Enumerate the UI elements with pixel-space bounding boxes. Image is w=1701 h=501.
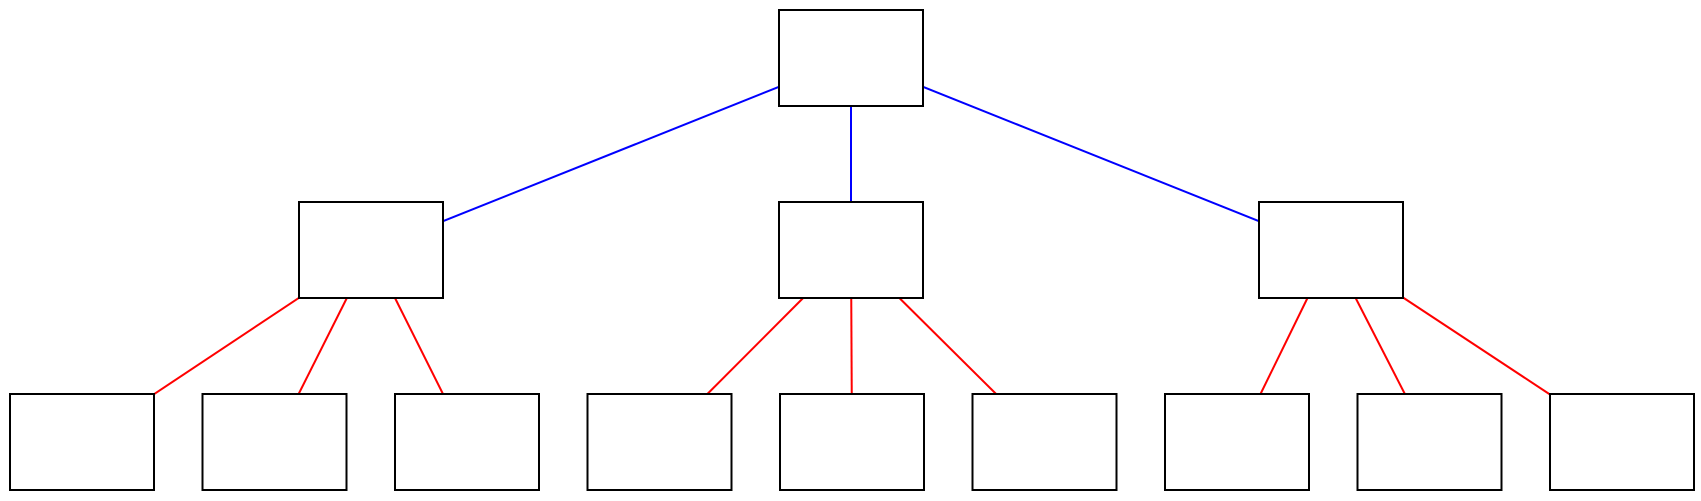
- leaf-4-node: [586, 393, 733, 491]
- edge-child-right-to-leaf-9: [1402, 296, 1551, 396]
- edges-group: [153, 85, 1551, 396]
- child-middle-node: [778, 201, 924, 299]
- leaf-3-node: [394, 393, 540, 491]
- leaf-2-node: [201, 393, 348, 491]
- edge-child-left-to-leaf-1: [153, 297, 300, 395]
- edge-root-to-child-right: [922, 85, 1260, 223]
- child-right-node: [1258, 201, 1404, 299]
- edge-child-right-to-leaf-8: [1354, 297, 1406, 395]
- leaf-9-node: [1549, 393, 1695, 491]
- root-node: [778, 9, 924, 107]
- edge-child-middle-to-leaf-5: [850, 297, 853, 395]
- leaf-5-node: [779, 393, 925, 491]
- leaf-7-node: [1164, 393, 1310, 491]
- leaf-6-node: [971, 393, 1118, 491]
- edge-child-left-to-leaf-2: [297, 297, 348, 395]
- child-left-node: [298, 201, 444, 299]
- nodes-group: [9, 9, 1695, 491]
- edge-child-middle-to-leaf-4: [706, 297, 804, 395]
- edge-child-left-to-leaf-3: [394, 297, 444, 395]
- edge-root-to-child-left: [442, 85, 780, 223]
- edge-child-middle-to-leaf-6: [898, 297, 997, 395]
- leaf-1-node: [9, 393, 155, 491]
- leaf-8-node: [1356, 393, 1503, 491]
- edge-child-right-to-leaf-7: [1259, 297, 1309, 395]
